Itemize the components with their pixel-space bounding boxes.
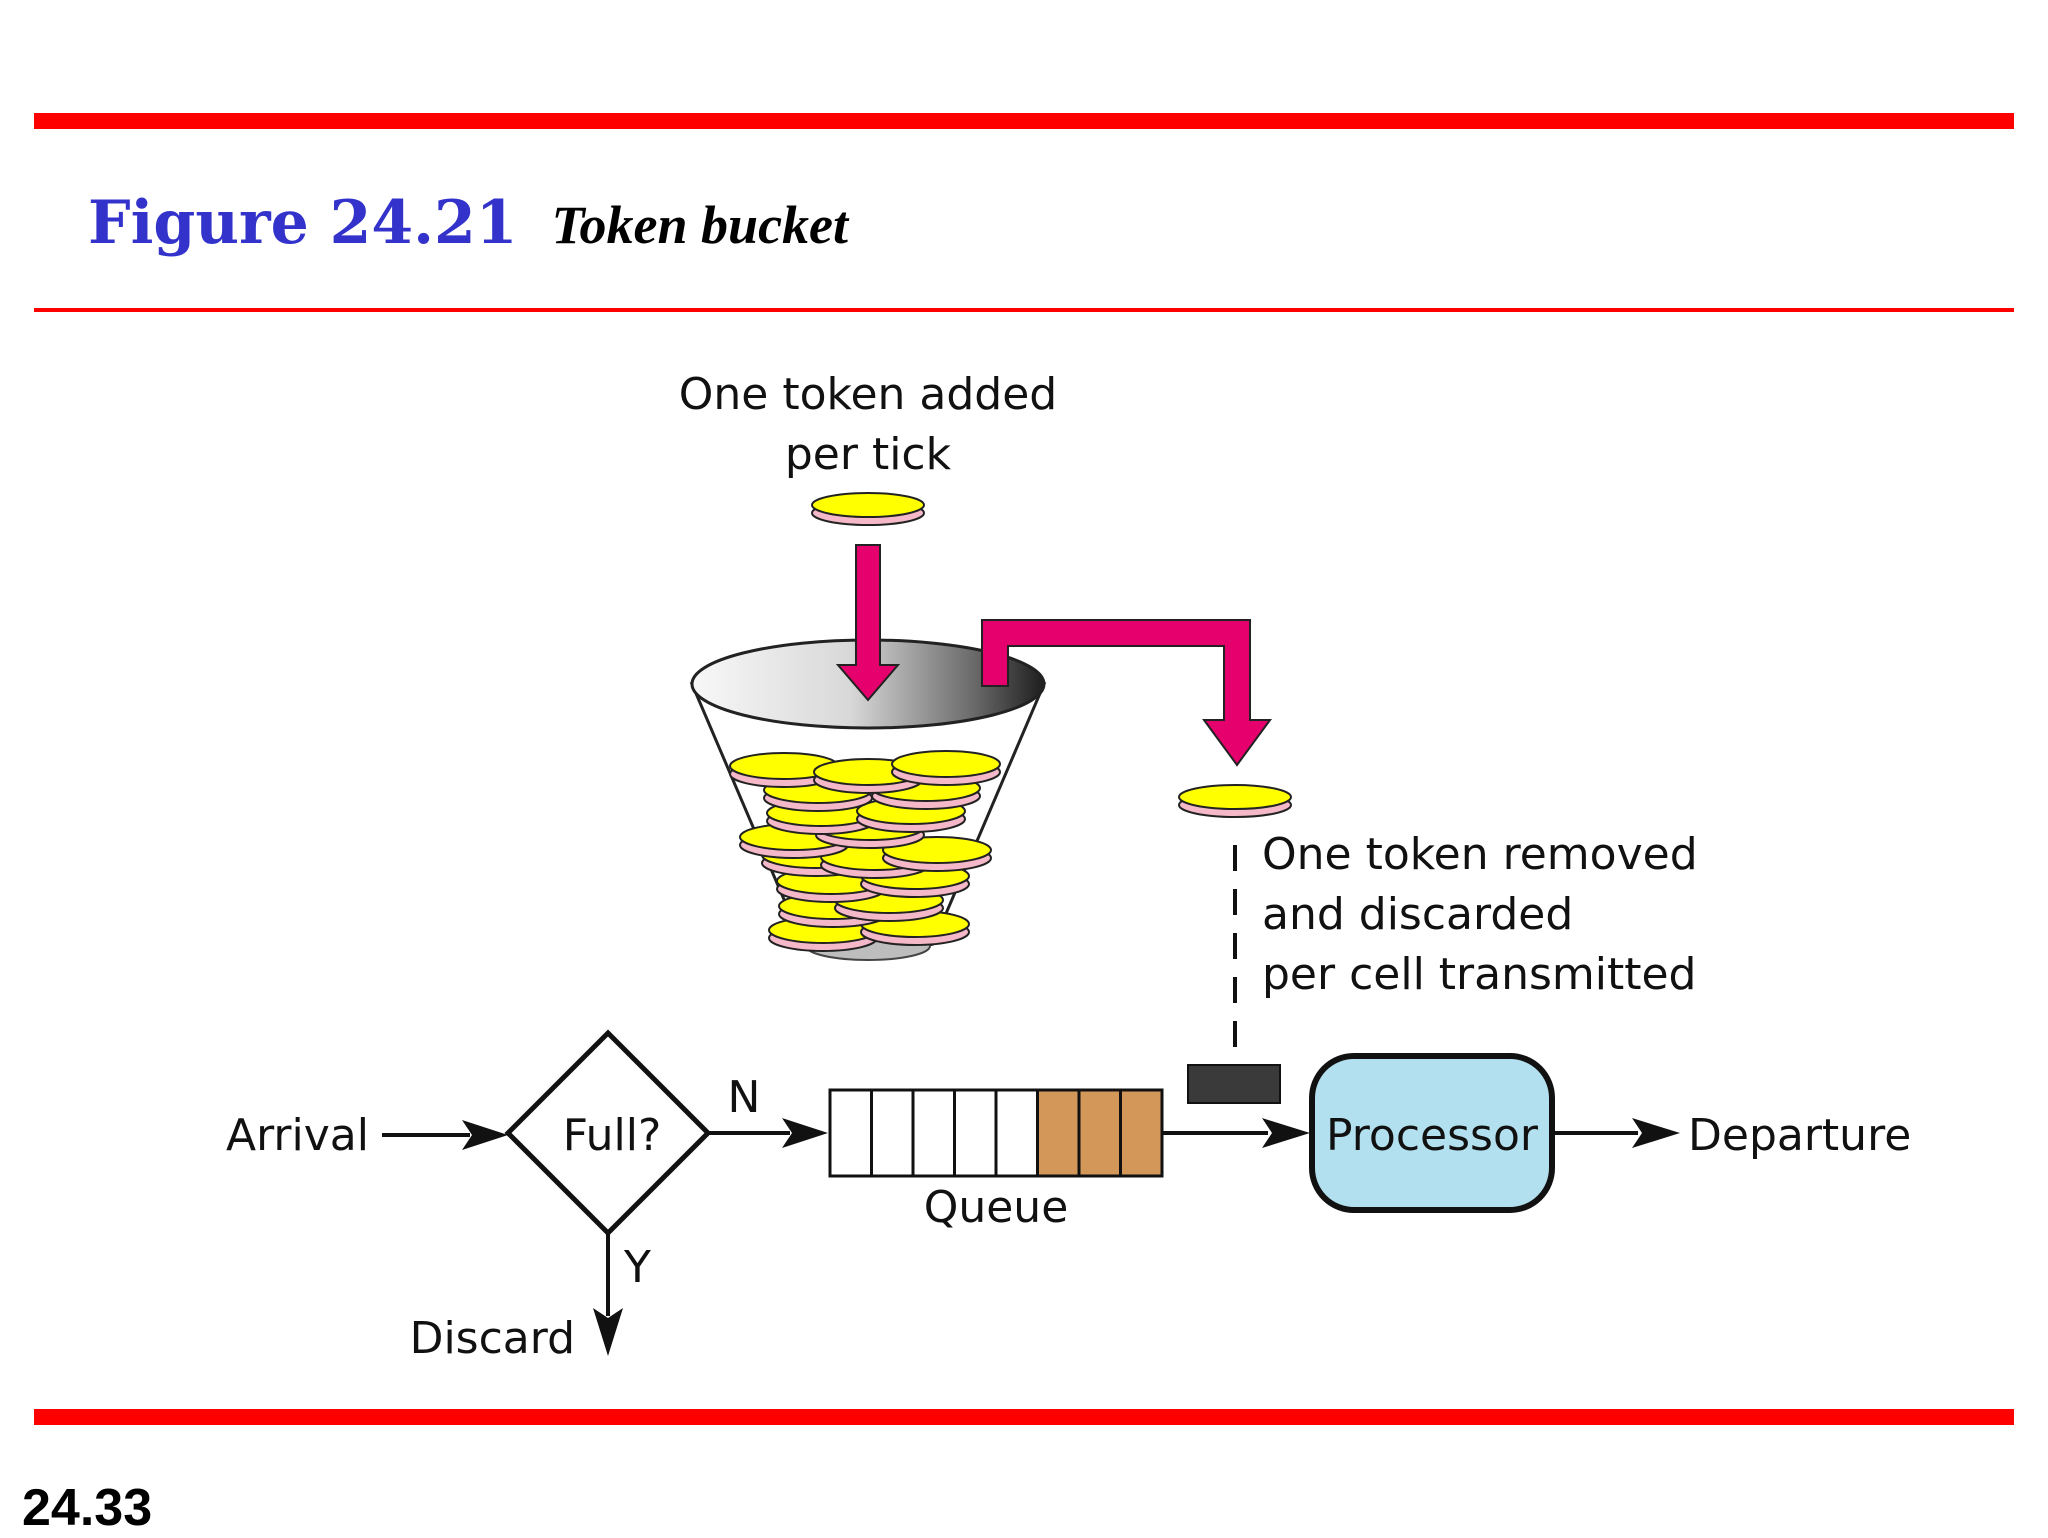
transmitted-cell-block <box>1187 1064 1281 1104</box>
token-in-arrow <box>835 544 901 702</box>
queue-slot-empty <box>911 1088 956 1178</box>
token-added-label-line2: per tick <box>785 429 952 480</box>
figure-number: Figure 24.21 <box>88 188 518 258</box>
figure-caption: Token bucket <box>551 195 849 255</box>
yes-branch-arrow-head <box>593 1308 623 1356</box>
removed-token <box>1178 784 1292 818</box>
incoming-token <box>811 492 925 526</box>
queue-slot-filled <box>1077 1088 1122 1178</box>
token-removed-label-line1: One token removed <box>1262 829 1698 880</box>
arrival-label: Arrival <box>226 1110 369 1161</box>
token-removed-label-line3: per cell transmitted <box>1262 949 1696 1000</box>
no-branch-label: N <box>728 1072 761 1123</box>
queue-to-processor-arrow-head <box>1262 1118 1310 1148</box>
bucket-tokens <box>729 750 1001 952</box>
bottom-red-rule <box>34 1409 2014 1425</box>
queue-slot-empty <box>870 1088 915 1178</box>
queue-slot-filled <box>1119 1088 1164 1178</box>
processor-label: Processor <box>1326 1110 1539 1161</box>
slide-number: 24.33 <box>22 1479 153 1537</box>
title-underline-rule <box>34 308 2014 312</box>
token-out-arrow <box>981 619 1272 767</box>
queue-slot-empty <box>994 1088 1039 1178</box>
token-removed-label-line2: and discarded <box>1262 889 1573 940</box>
top-red-rule <box>34 113 2014 129</box>
yes-branch-label: Y <box>623 1242 651 1293</box>
no-branch-arrow-head <box>782 1118 828 1148</box>
queue <box>828 1088 1164 1178</box>
departure-arrow-head <box>1632 1118 1680 1148</box>
queue-slot-filled <box>1036 1088 1081 1178</box>
queue-label: Queue <box>924 1182 1069 1233</box>
queue-slot-empty <box>828 1088 873 1178</box>
decision-label: Full? <box>563 1110 662 1161</box>
queue-slot-empty <box>953 1088 998 1178</box>
figure-title: Figure 24.21 Token bucket <box>88 188 848 258</box>
arrival-arrow-head <box>462 1120 508 1150</box>
token-added-label-line1: One token added <box>679 369 1057 420</box>
discard-label: Discard <box>410 1313 575 1364</box>
departure-label: Departure <box>1688 1110 1911 1161</box>
bucket-token <box>891 750 1001 786</box>
